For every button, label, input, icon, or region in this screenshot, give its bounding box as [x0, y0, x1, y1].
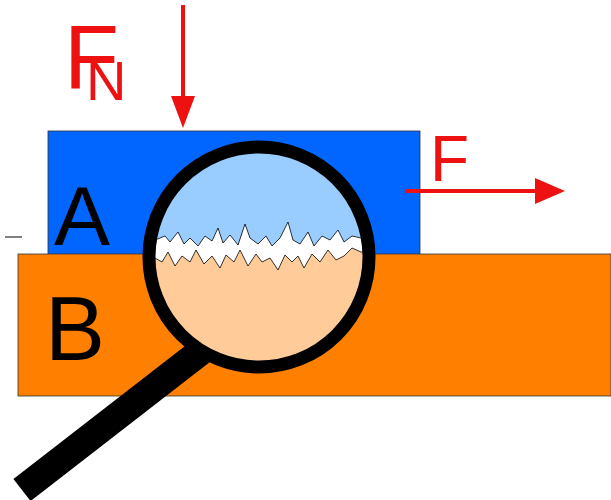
- block-b: B: [18, 254, 611, 396]
- force-symbol: F: [430, 127, 469, 191]
- tick-mark: [5, 237, 22, 238]
- magnified-surface: [150, 130, 370, 390]
- arrow-head: [535, 178, 565, 204]
- block-a: A: [48, 131, 420, 260]
- applied-force-arrow: [405, 189, 540, 193]
- arrow-head: [171, 96, 195, 128]
- force-subscript: N: [86, 53, 126, 109]
- normal-force-arrow: [181, 5, 185, 100]
- block-fills: [18, 131, 611, 396]
- magnifier-ring: [149, 147, 369, 367]
- block-letter: B: [45, 284, 105, 374]
- block-letter: A: [54, 174, 110, 258]
